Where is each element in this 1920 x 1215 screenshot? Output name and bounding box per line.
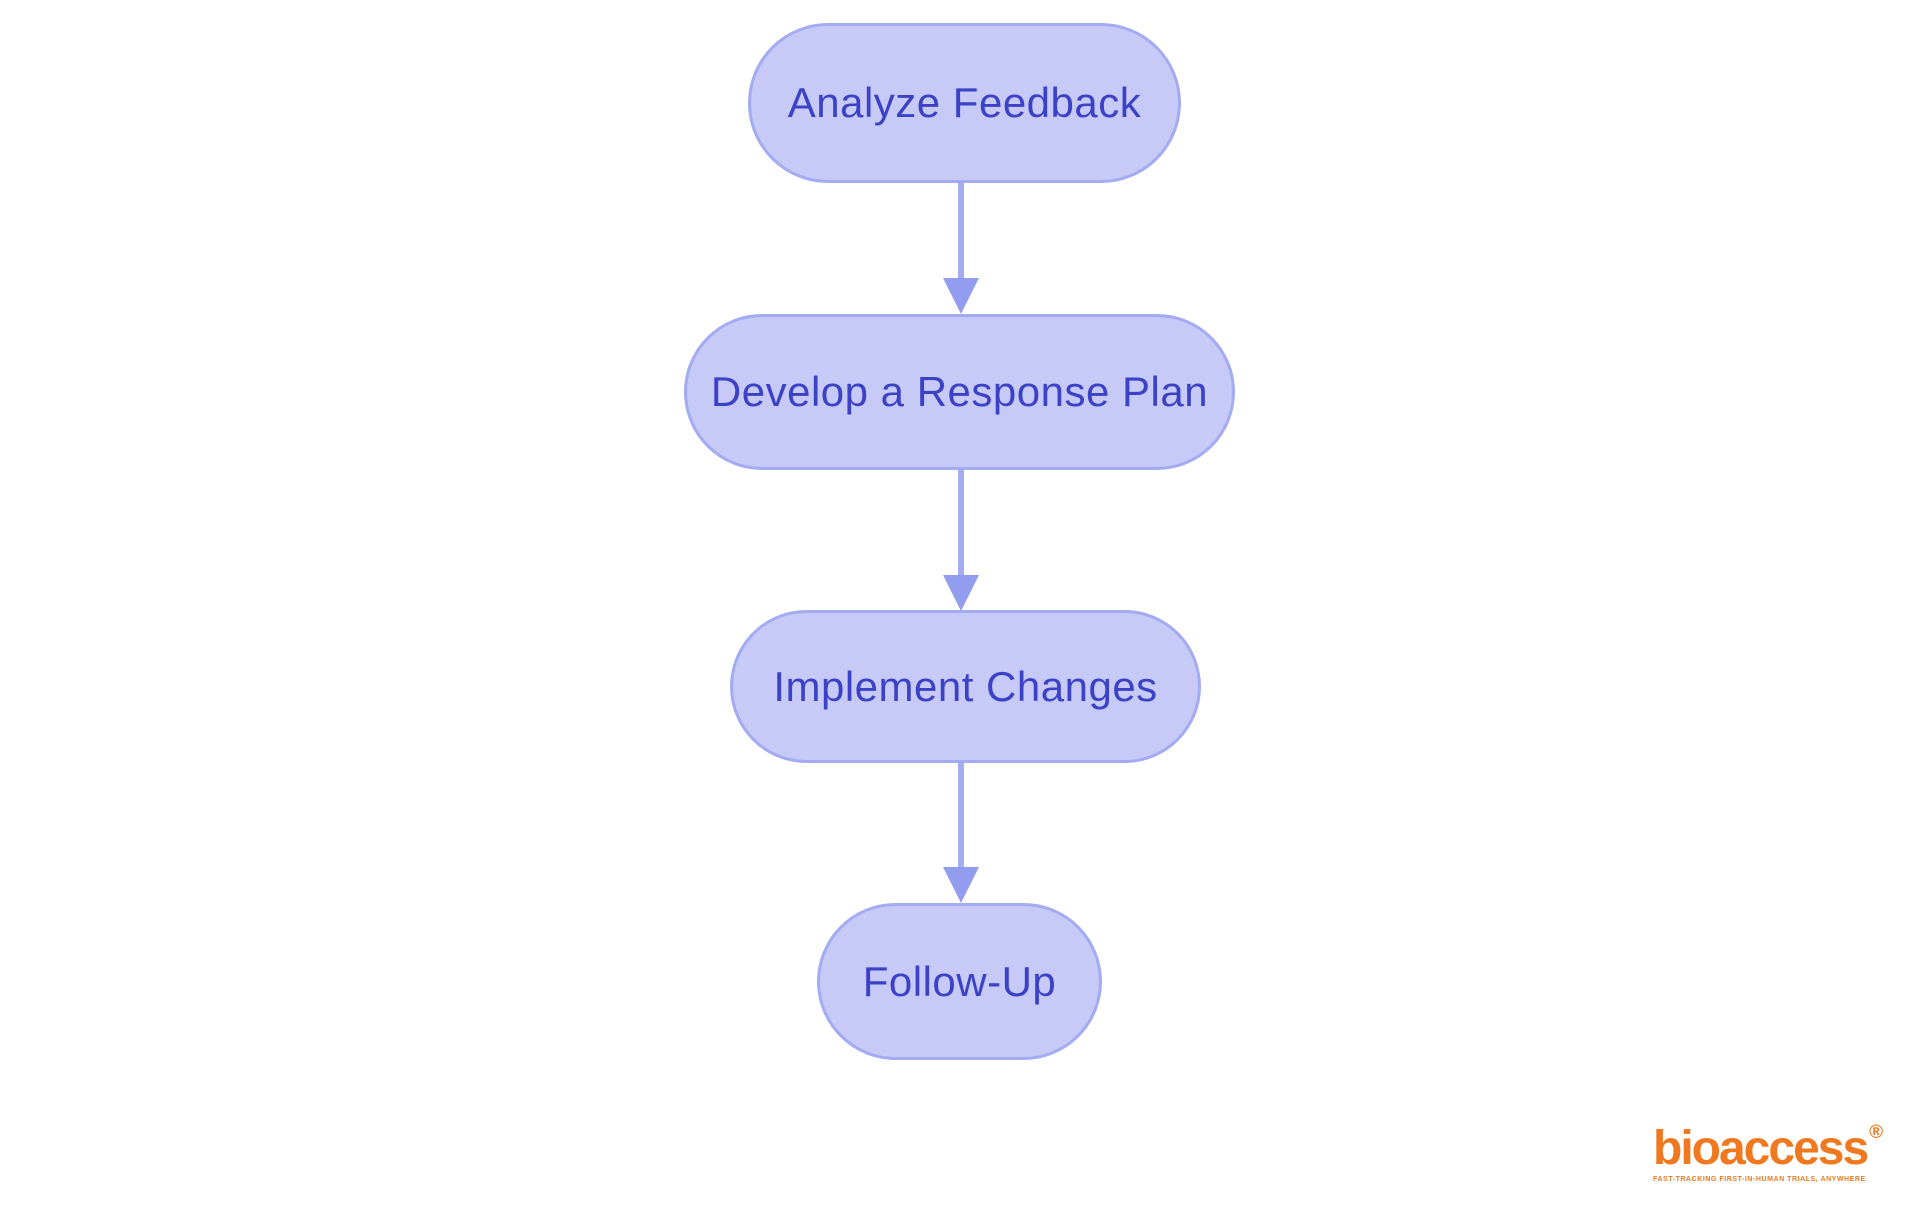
node-label: Analyze Feedback <box>787 79 1142 126</box>
arrow-down-icon <box>943 575 979 611</box>
arrow-down-icon <box>943 867 979 903</box>
bioaccess-wordmark: bioaccess <box>1653 1122 1869 1175</box>
arrow-stem <box>958 470 964 577</box>
arrow-stem <box>958 763 964 869</box>
flowchart-node-analyze-feedback: Analyze Feedback <box>748 23 1181 183</box>
bioaccess-tagline: FAST-TRACKING FIRST-IN-HUMAN TRIALS, ANY… <box>1653 1176 1866 1183</box>
flowchart-node-follow-up: Follow-Up <box>817 903 1102 1060</box>
node-label: Implement Changes <box>773 662 1158 710</box>
bioaccess-logo: bioaccess® FAST-TRACKING FIRST-IN-HUMAN … <box>1653 1122 1883 1183</box>
registered-trademark-symbol: ® <box>1869 1122 1884 1143</box>
arrow-stem <box>958 183 964 281</box>
flowchart-node-implement-changes: Implement Changes <box>730 610 1201 763</box>
flowchart-node-develop-response-plan: Develop a Response Plan <box>684 314 1235 470</box>
node-label: Develop a Response Plan <box>710 368 1209 415</box>
node-label: Follow-Up <box>862 957 1057 1005</box>
arrow-down-icon <box>943 278 979 314</box>
